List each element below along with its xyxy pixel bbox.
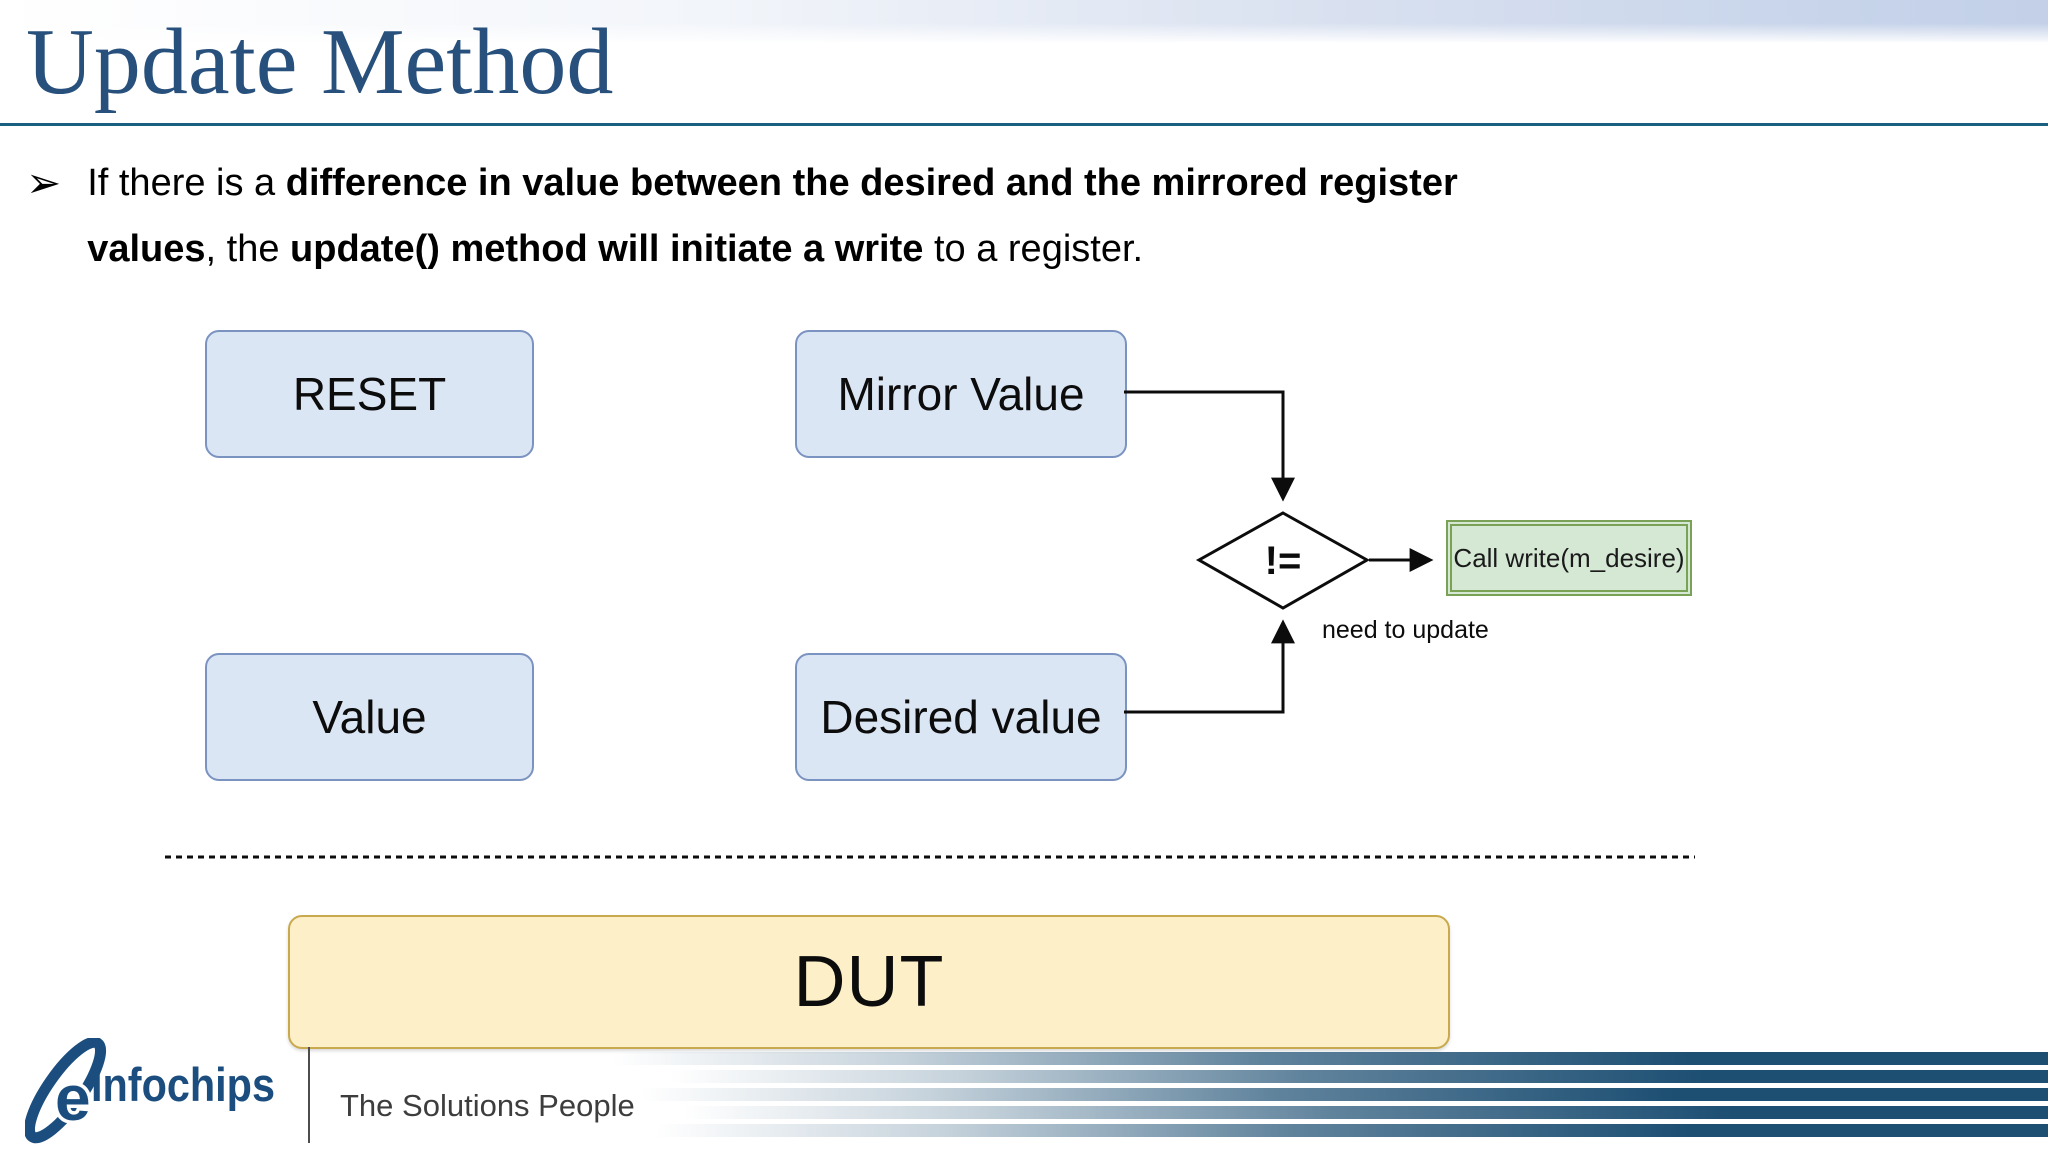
page-title: Update Method bbox=[26, 10, 614, 114]
logo-swoosh bbox=[25, 1038, 107, 1144]
dut-box: DUT bbox=[288, 915, 1450, 1049]
bullet-seg-2: difference in value between the desired … bbox=[87, 162, 1458, 270]
company-tagline: The Solutions People bbox=[340, 1088, 635, 1123]
footer-stripes bbox=[612, 1052, 2048, 1138]
value-box: Value bbox=[205, 653, 534, 781]
bullet-text: If there is a difference in value betwee… bbox=[87, 150, 1586, 282]
logo-e-glyph: e bbox=[55, 1062, 91, 1134]
footer-stripe bbox=[612, 1124, 2048, 1137]
footer-stripe bbox=[612, 1088, 2048, 1101]
footer-stripe bbox=[612, 1052, 2048, 1065]
bullet-item: ➢ If there is a difference in value betw… bbox=[26, 150, 1586, 282]
decision-condition: != bbox=[1265, 539, 1302, 583]
bullet-seg-3: , the bbox=[205, 228, 291, 270]
footer-stripe bbox=[612, 1106, 2048, 1119]
title-underline bbox=[0, 123, 2048, 126]
footer-divider bbox=[308, 1047, 310, 1143]
need-to-update-label: need to update bbox=[1322, 616, 1489, 644]
einfochips-logo-icon: e Infochips bbox=[25, 1038, 275, 1144]
desired-to-decision-connector bbox=[1124, 619, 1295, 714]
decision-diamond bbox=[1195, 511, 1371, 610]
call-write-box: Call write(m_desire) bbox=[1446, 520, 1692, 596]
bullet-seg-4: update() method will initiate a write bbox=[290, 228, 924, 270]
desired-value-box: Desired value bbox=[795, 653, 1127, 781]
bullet-seg-5: to a register. bbox=[923, 228, 1144, 270]
header-gradient-band bbox=[0, 0, 2048, 42]
mirror-value-box: Mirror Value bbox=[795, 330, 1127, 458]
reset-box: RESET bbox=[205, 330, 534, 458]
logo-wordmark: Infochips bbox=[91, 1058, 275, 1111]
mirror-to-decision-connector bbox=[1124, 390, 1295, 502]
bullet-seg-1: If there is a bbox=[87, 162, 286, 204]
footer-stripe bbox=[612, 1070, 2048, 1083]
arrow-bullet-icon: ➢ bbox=[26, 159, 62, 206]
